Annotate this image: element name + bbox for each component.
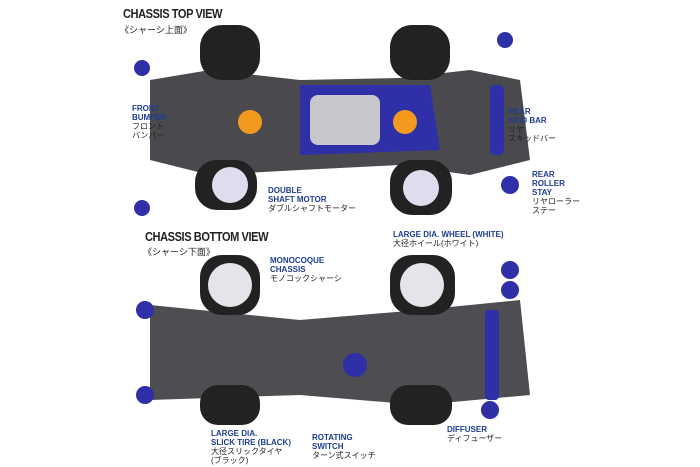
label-en: DOUBLE SHAFT MOTOR — [268, 186, 327, 204]
gear-icon — [393, 110, 417, 134]
bottom-view-car — [136, 255, 530, 425]
label-en: LARGE DIA. SLICK TIRE (BLACK) — [211, 429, 291, 447]
label-en: ROTATING SWITCH — [312, 433, 353, 451]
label-jp: ディフューザー — [447, 434, 503, 443]
label-jp: フロント バンパー — [132, 122, 165, 140]
bottom-view-subtitle: 《シャーシ下面》 — [143, 247, 215, 257]
label-jp: 大径ホイール(ホワイト) — [393, 239, 479, 248]
label-en: FRONT BUMPER — [132, 104, 167, 122]
label-jp: リヤローラー ステー — [532, 197, 580, 215]
top-view-car — [134, 25, 530, 216]
top-view-subtitle: 《シャーシ上面》 — [120, 25, 192, 35]
label-jp: リヤ スキッドバー — [508, 125, 556, 143]
gear-icon — [238, 110, 262, 134]
top-view-title: CHASSIS TOP VIEW — [123, 6, 223, 21]
label-large-dia-wheel: LARGE DIA. WHEEL (WHITE)大径ホイール(ホワイト) — [393, 230, 504, 248]
label-jp: ダブルシャフトモーター — [268, 204, 356, 213]
label-slick-tire: LARGE DIA. SLICK TIRE (BLACK)大径スリックタイヤ (… — [211, 429, 291, 465]
bottom-view-title: CHASSIS BOTTOM VIEW — [145, 229, 269, 244]
label-jp: モノコックシャーシ — [270, 274, 342, 283]
label-en: MONOCOQUE CHASSIS — [270, 256, 325, 274]
label-jp: ターン式スイッチ — [312, 451, 376, 460]
label-en: DIFFUSER — [447, 425, 487, 434]
label-en: REAR ROLLER STAY — [532, 170, 565, 197]
label-jp: 大径スリックタイヤ (ブラック) — [211, 447, 283, 465]
label-en: REAR SKID BAR — [508, 107, 547, 125]
motor-icon — [310, 95, 380, 145]
label-en: LARGE DIA. WHEEL (WHITE) — [393, 230, 504, 239]
switch-icon — [343, 353, 367, 377]
